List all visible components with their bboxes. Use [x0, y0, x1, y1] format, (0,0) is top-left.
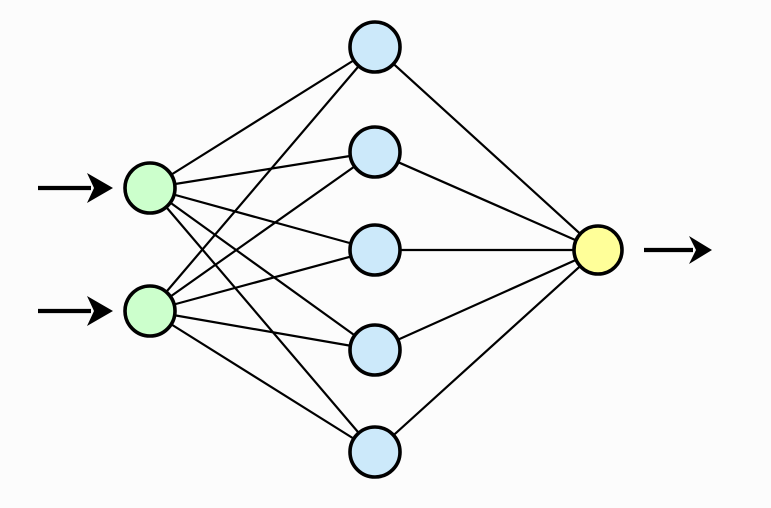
edge-i1-to-h5: [148, 186, 377, 454]
hidden-node-2[interactable]: [348, 125, 402, 179]
edge-i2-to-h3: [148, 248, 377, 313]
edge-h5-to-o1: [373, 248, 600, 454]
io-arrows-group: [38, 173, 712, 326]
edge-h1-to-o1: [373, 45, 600, 252]
hidden-node-4[interactable]: [348, 323, 402, 377]
edge-i2-to-h4: [148, 309, 377, 352]
edge-i2-to-h1: [148, 45, 377, 313]
edge-i2-to-h5: [148, 309, 377, 454]
hidden-node-3[interactable]: [348, 223, 402, 277]
edge-i1-to-h2: [148, 150, 377, 190]
hidden-node-5[interactable]: [348, 425, 402, 479]
hidden-node-1[interactable]: [348, 20, 402, 74]
edges-group: [148, 45, 600, 454]
input-node-2[interactable]: [123, 284, 177, 338]
edge-i1-to-h1: [148, 45, 377, 190]
input-arrow-1-head: [87, 173, 113, 203]
edge-h2-to-o1: [373, 150, 600, 252]
output-arrow-1-head: [689, 236, 712, 264]
input-arrow-2-head: [87, 296, 113, 326]
edge-i1-to-h4: [148, 186, 377, 352]
input-node-1[interactable]: [123, 161, 177, 215]
output-node-1[interactable]: [572, 224, 624, 276]
edge-i2-to-h2: [148, 150, 377, 313]
edge-h4-to-o1: [373, 248, 600, 352]
nodes-group: [123, 20, 624, 479]
edge-i1-to-h3: [148, 186, 377, 252]
